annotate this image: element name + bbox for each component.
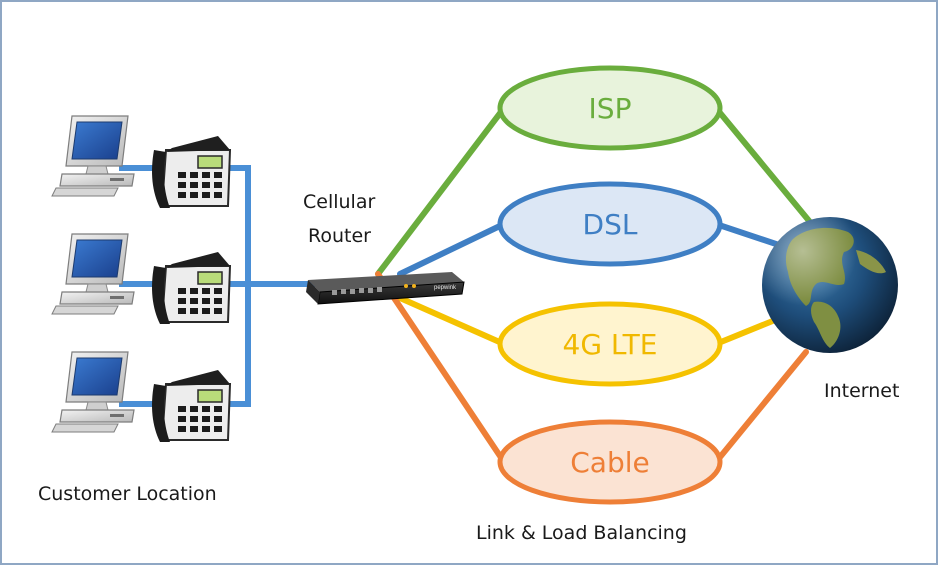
router-label-line2: Router	[308, 225, 371, 247]
computer-icon	[51, 233, 135, 315]
link-line-4g-lte	[713, 315, 783, 347]
globe-icon	[762, 217, 898, 353]
telephone-icon	[151, 135, 231, 209]
customer-location-label: Customer Location	[38, 483, 217, 505]
computer-icon	[51, 115, 135, 197]
router-icon: pepwink	[306, 272, 465, 305]
link-line-dsl	[397, 221, 507, 277]
router-label-line1: Cellular	[303, 191, 375, 213]
link-label-cable: Cable	[570, 446, 650, 479]
link-label-dsl: DSL	[583, 208, 638, 241]
link-nodes: ISP DSL 4G LTE Cable	[497, 65, 723, 505]
link-line-cable	[713, 349, 809, 465]
balancing-label: Link & Load Balancing	[476, 522, 687, 544]
router-brand: pepwink	[434, 285, 457, 291]
link-node-4g-lte	[497, 301, 723, 387]
link-lines	[375, 105, 813, 465]
computer-icon	[51, 351, 135, 433]
link-node-isp	[497, 65, 723, 151]
link-line-cable	[375, 271, 507, 465]
link-label-isp: ISP	[589, 92, 632, 125]
link-line-isp	[713, 105, 813, 225]
link-node-dsl	[497, 181, 723, 267]
telephone-icon	[151, 369, 231, 443]
link-line-isp	[375, 105, 507, 277]
internet-label: Internet	[824, 380, 899, 402]
link-label-4g-lte: 4G LTE	[563, 328, 658, 361]
link-line-4g-lte	[397, 295, 507, 347]
link-node-cable	[497, 419, 723, 505]
telephone-icon	[151, 251, 231, 325]
